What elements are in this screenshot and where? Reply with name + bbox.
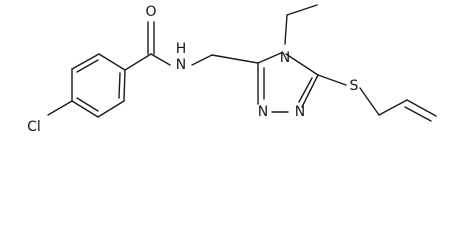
bond — [71, 53, 100, 70]
ring-n2-label: N — [258, 104, 268, 120]
atom-amide-nh: N H — [176, 41, 187, 73]
bond — [97, 100, 125, 118]
atom-oxygen: O — [145, 4, 156, 20]
sulfur-label: S — [350, 78, 359, 94]
double-bond-inner — [404, 106, 432, 122]
bond — [71, 100, 99, 118]
ring-n1-label: N — [295, 104, 305, 120]
benzene-ring — [71, 53, 126, 118]
chlorine-label: Cl — [27, 119, 41, 135]
allyl-sulfanyl-group — [317, 74, 437, 122]
bond — [150, 53, 171, 66]
bond — [359, 87, 380, 116]
bond — [285, 53, 319, 76]
triazole-ring — [257, 52, 319, 113]
amide-group — [124, 21, 259, 71]
bond — [124, 53, 152, 71]
atom-ring-n2: N — [258, 104, 268, 120]
atom-ring-n4: N — [280, 50, 290, 66]
bond — [47, 100, 73, 116]
bond — [123, 69, 126, 102]
bond — [284, 14, 288, 45]
atom-chlorine: Cl — [27, 119, 41, 135]
bond — [98, 53, 126, 71]
amide-n-label: N — [176, 57, 186, 73]
atom-ring-n1: N — [295, 104, 305, 120]
bond — [211, 54, 259, 64]
bond — [317, 74, 347, 86]
molecule-structure-diagram: O N H N N N S Cl — [27, 4, 437, 135]
bond — [406, 99, 437, 117]
double-bond-inner — [298, 77, 313, 103]
bond — [378, 99, 408, 116]
bond — [286, 4, 318, 16]
ethyl-group — [284, 4, 318, 45]
chloro-bond — [47, 100, 73, 116]
double-bond-inner — [118, 72, 121, 99]
atom-sulfur: S — [350, 78, 359, 94]
bond — [257, 52, 282, 64]
double-bond-inner — [76, 97, 99, 112]
double-bond-inner — [76, 59, 99, 73]
oxygen-label: O — [145, 4, 156, 20]
bond — [191, 54, 213, 66]
ring-n4-label: N — [280, 50, 290, 66]
bond — [301, 74, 319, 108]
amide-h-label: H — [176, 41, 187, 57]
